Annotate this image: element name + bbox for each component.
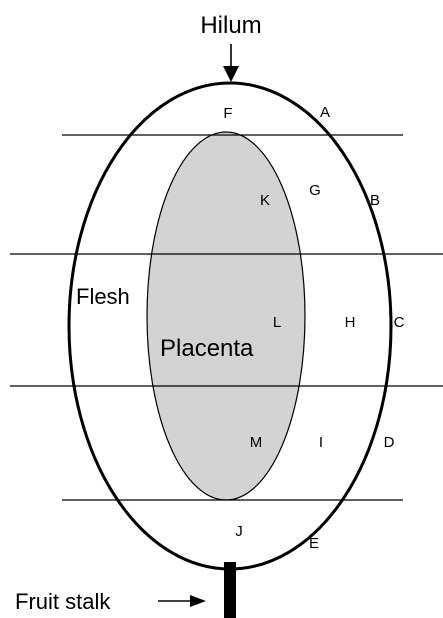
fruit-stalk-label: Fruit stalk xyxy=(15,589,111,614)
region-label-f: F xyxy=(223,105,232,122)
placenta-label: Placenta xyxy=(160,335,254,362)
stalk-arrow-head xyxy=(190,595,206,607)
region-label-b: B xyxy=(370,192,380,209)
region-label-k: K xyxy=(260,192,270,209)
region-label-l: L xyxy=(273,314,281,331)
region-label-g: G xyxy=(309,182,321,199)
region-label-i: I xyxy=(319,434,323,451)
region-label-h: H xyxy=(345,314,356,331)
region-label-d: D xyxy=(384,434,395,451)
region-label-e: E xyxy=(309,535,319,552)
region-label-m: M xyxy=(250,434,263,451)
region-label-j: J xyxy=(235,523,243,540)
flesh-label: Flesh xyxy=(76,284,130,309)
region-label-a: A xyxy=(320,104,330,121)
hilum-arrow-head xyxy=(223,66,239,82)
placenta-region xyxy=(147,132,305,500)
hilum-label: Hilum xyxy=(200,12,261,39)
region-label-c: C xyxy=(394,314,405,331)
